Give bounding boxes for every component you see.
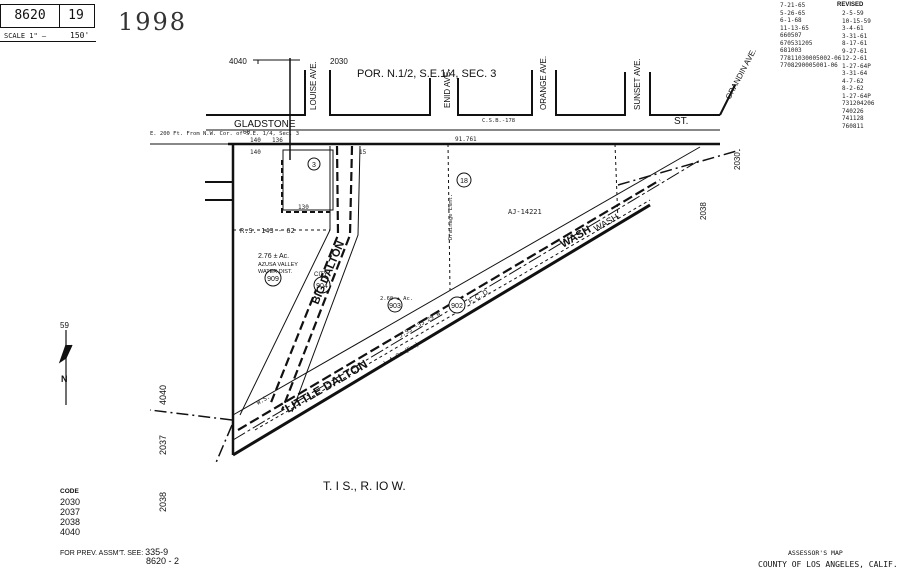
revision-date: 8-2-62: [842, 85, 864, 92]
revision-date: 11-13-65: [780, 24, 809, 32]
from-note: E. 200 Ft. From N.W. Cor. of S.E. 1/4, S…: [150, 131, 299, 137]
revision-date: 5-26-65: [780, 9, 806, 17]
code-2030-top: 2030: [330, 57, 348, 66]
revision-date: 760811: [842, 122, 864, 130]
azusa-line2: WATER DIST.: [258, 269, 293, 275]
dim-60: 60: [243, 129, 251, 136]
revision-date: 9-27-61: [842, 47, 868, 55]
revision-date: 10-15-59: [842, 17, 871, 25]
parcel-904: 904: [316, 283, 328, 290]
side-code-2038a: 2038: [158, 492, 168, 512]
north-sheet-number: 59: [60, 321, 69, 330]
azusa-line1: AZUSA VALLEY: [258, 262, 298, 268]
avenue-louise: LOUISE AVE.: [309, 61, 318, 110]
page-number: 19: [58, 4, 95, 28]
parcel-circle-909: [264, 269, 282, 287]
area-acres: 2.76 ± Ac.: [258, 253, 289, 260]
parcel-circle-18: [456, 172, 472, 188]
parcel-903: 903: [389, 303, 401, 310]
township-range: T. I S., R. IO W.: [323, 479, 406, 493]
city-label: CITY: [314, 272, 328, 278]
revision-date: 2-5-59: [842, 10, 864, 17]
revision-date: 660507: [780, 32, 802, 39]
revision-date: 7708290005001-06: [780, 62, 838, 69]
laco-label: L. A. Co. (Fee): [383, 342, 420, 367]
assessor-map-label: ASSESSOR'S MAP: [788, 549, 843, 557]
dim-136: 136: [272, 137, 283, 144]
revision-date: 7-21-65: [780, 2, 806, 9]
revision-date: 77811030005002-06: [780, 54, 842, 62]
dim-140a: 140: [250, 137, 261, 144]
dim-130: 130: [298, 204, 309, 211]
parcel-902: 902: [451, 303, 463, 310]
parcel-909: 909: [267, 276, 279, 283]
north-letter: N: [61, 374, 68, 384]
north-arrow: [58, 330, 73, 405]
street-gladstone: GLADSTONE: [234, 119, 296, 130]
little-dalton-label: LITTLE DALTON: [283, 357, 370, 416]
scale-value: 150': [70, 31, 90, 40]
side-code-2038b: 2038: [699, 202, 708, 220]
revision-date: 3-31-61: [842, 32, 868, 40]
previous-assessment: FOR PREV. ASSM'T. SEE: 335-9: [60, 547, 168, 557]
dim-140b: 140: [250, 149, 261, 156]
revision-date: 670531205: [780, 39, 813, 47]
ws-label: W.S.: [256, 393, 272, 406]
avenue-grandin: GRANDIN AVE.: [724, 47, 758, 101]
parcel-18: 18: [460, 178, 468, 185]
code-item: 2038: [60, 517, 81, 527]
scale-label: SCALE 1" —: [4, 32, 47, 40]
parcel-circle-903: [387, 297, 403, 313]
area-secondary: 2.60 ± Ac.: [380, 296, 413, 302]
revision-date: 740226: [842, 107, 864, 115]
parcel-3: 3: [312, 162, 316, 169]
dim-91: 91.761: [455, 136, 477, 143]
avenue-orange: ORANGE AVE.: [539, 56, 548, 110]
side-code-2037: 2037: [158, 435, 168, 455]
revision-date: 681003: [780, 47, 802, 54]
street-lines: [206, 58, 736, 160]
revision-date: 3-4-61: [842, 25, 864, 32]
drainage-label: Drainage Esmt.: [448, 194, 454, 240]
map-year-stamp: 1998: [118, 8, 188, 36]
revision-date: 4-7-62: [842, 77, 864, 85]
prev-value-1: 335-9: [145, 547, 169, 557]
code-item: 2030: [60, 497, 81, 507]
revised-title: REVISED: [837, 2, 864, 8]
revision-date: 731204206: [842, 100, 875, 107]
section-label: POR. N.1/2, S.E.1/4, SEC. 3: [357, 68, 496, 80]
parcel-circle-902: [448, 296, 466, 314]
revision-date: 8-17-61: [842, 40, 868, 47]
revision-date: 741128: [842, 115, 864, 122]
wash-label: WASH: [559, 224, 594, 251]
street-st: ST.: [674, 116, 688, 127]
side-code-2030: 2030: [733, 152, 742, 170]
revision-date: 12-2-61: [842, 55, 868, 62]
code-item: 2037: [60, 507, 81, 517]
csb-label: C.S.B.-178: [482, 118, 515, 124]
parcel-circle-3: [307, 157, 321, 171]
revision-date: 6-1-68: [780, 17, 802, 24]
code-item: 4040: [60, 527, 81, 537]
avenue-enid: ENID AVE.: [443, 69, 452, 108]
dim-15: 15: [359, 149, 367, 156]
prev-label: FOR PREV. ASSM'T. SEE:: [60, 550, 144, 557]
scale-underline: [0, 41, 96, 42]
revision-date: 1-27-64P: [842, 92, 871, 100]
prev-value-2: 8620 - 2: [146, 556, 180, 566]
county-label: COUNTY OF LOS ANGELES, CALIF.: [758, 560, 898, 569]
code-4040-top: 4040: [229, 57, 247, 66]
avenue-sunset: SUNSET AVE.: [633, 58, 642, 110]
record-of-survey: R.S. 143 - 62: [240, 227, 295, 235]
code-legend: CODE 2030 2037 2038 4040: [60, 487, 80, 537]
book-number: 8620: [0, 4, 60, 28]
revision-date: 3-31-64: [842, 70, 868, 77]
revision-date: 1-27-64P: [842, 62, 871, 70]
parcel-circle-904: [313, 276, 331, 294]
code-title: CODE: [60, 488, 79, 495]
side-code-4040: 4040: [158, 385, 168, 405]
aj-label: AJ-14221: [508, 208, 542, 216]
